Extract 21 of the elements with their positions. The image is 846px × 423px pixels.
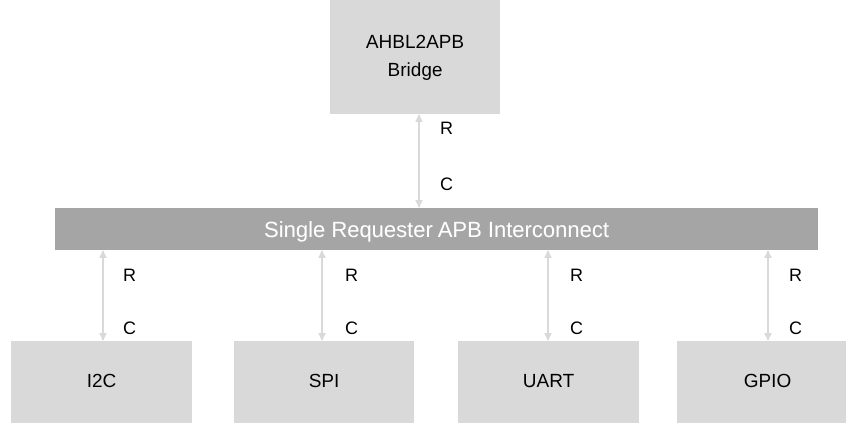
signal-label: R xyxy=(123,264,136,286)
signal-label: C xyxy=(123,317,136,339)
block-box: UART xyxy=(458,341,639,423)
signal-label: R xyxy=(440,117,453,139)
block-box: AHBL2APB Bridge xyxy=(330,0,500,114)
signal-label: R xyxy=(789,264,802,286)
double-arrow xyxy=(99,250,107,341)
signal-label: R xyxy=(570,264,583,286)
block-box: GPIO xyxy=(677,341,846,423)
signal-label: C xyxy=(440,173,453,195)
block-box: I2C xyxy=(11,341,192,423)
double-arrow xyxy=(544,250,552,341)
double-arrow xyxy=(318,250,326,341)
signal-label: R xyxy=(345,264,358,286)
signal-label: C xyxy=(789,317,802,339)
signal-label: C xyxy=(345,317,358,339)
interconnect-bar: Single Requester APB Interconnect xyxy=(55,208,818,250)
block-box: SPI xyxy=(234,341,414,423)
double-arrow xyxy=(764,250,772,341)
double-arrow xyxy=(415,114,423,208)
signal-label: C xyxy=(570,317,583,339)
